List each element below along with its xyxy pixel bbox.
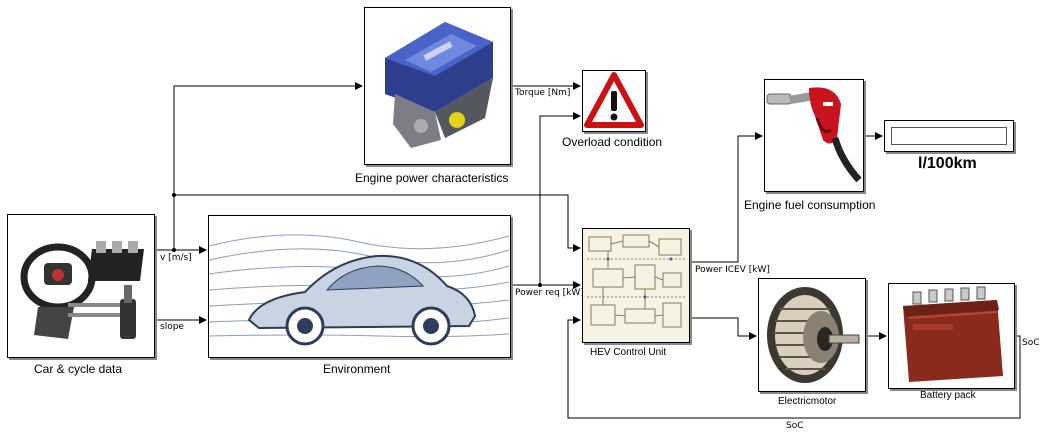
fuel-display-readout [891,127,1007,145]
wire-v-to-hev [174,194,581,252]
overload-block[interactable] [582,70,646,132]
fuel-nozzle-icon [766,87,862,183]
signal-v-label: v [m/s] [160,253,192,263]
warning-triangle-icon [584,72,644,128]
environment-label: Environment [323,362,391,376]
wire-soc-feedback [567,316,1021,419]
battery-pack-block[interactable] [888,283,1015,389]
signal-slope-label: slope [160,322,184,332]
engine-power-label: Engine power characteristics [355,171,509,185]
car-aerodynamics-sketch-icon [209,234,510,346]
engine-icon [385,22,493,148]
electric-motor-label: Electricmotor [778,396,837,407]
engine-power-block[interactable] [364,7,511,165]
battery-pack-label: Battery pack [920,390,976,401]
fuel-consumption-label: Engine fuel consumption [744,198,876,212]
hev-control-block[interactable] [582,228,690,343]
fuel-display [884,120,1014,152]
signal-power-icev-label: Power ICEV [kW] [695,265,770,275]
car-cycle-data-block[interactable] [7,214,155,358]
electric-motor-icon [767,287,860,383]
car-cycle-data-label: Car & cycle data [34,362,123,376]
signal-power-req-label: Power req [kW] [515,288,584,298]
hev-control-label: HEV Control Unit [590,347,667,358]
battery-icon [903,286,1003,382]
environment-block[interactable] [208,215,511,358]
overload-label: Overload condition [562,135,663,149]
control-schematic-icon [587,234,685,328]
signal-soc-feedback-label: SoC [786,421,804,431]
electric-motor-block[interactable] [758,278,866,392]
signal-soc-output-label: SoC [1022,338,1040,348]
wire-power-req-to-overload [539,112,581,285]
wire-power-icev [690,132,763,263]
fuel-consumption-block[interactable] [764,79,864,192]
wire-hev-to-motor [690,317,757,340]
steering-wheel-pedals-icon [20,241,144,339]
fuel-display-unit: l/100km [918,155,977,172]
signal-torque-label: Torque [Nm] [515,88,571,98]
